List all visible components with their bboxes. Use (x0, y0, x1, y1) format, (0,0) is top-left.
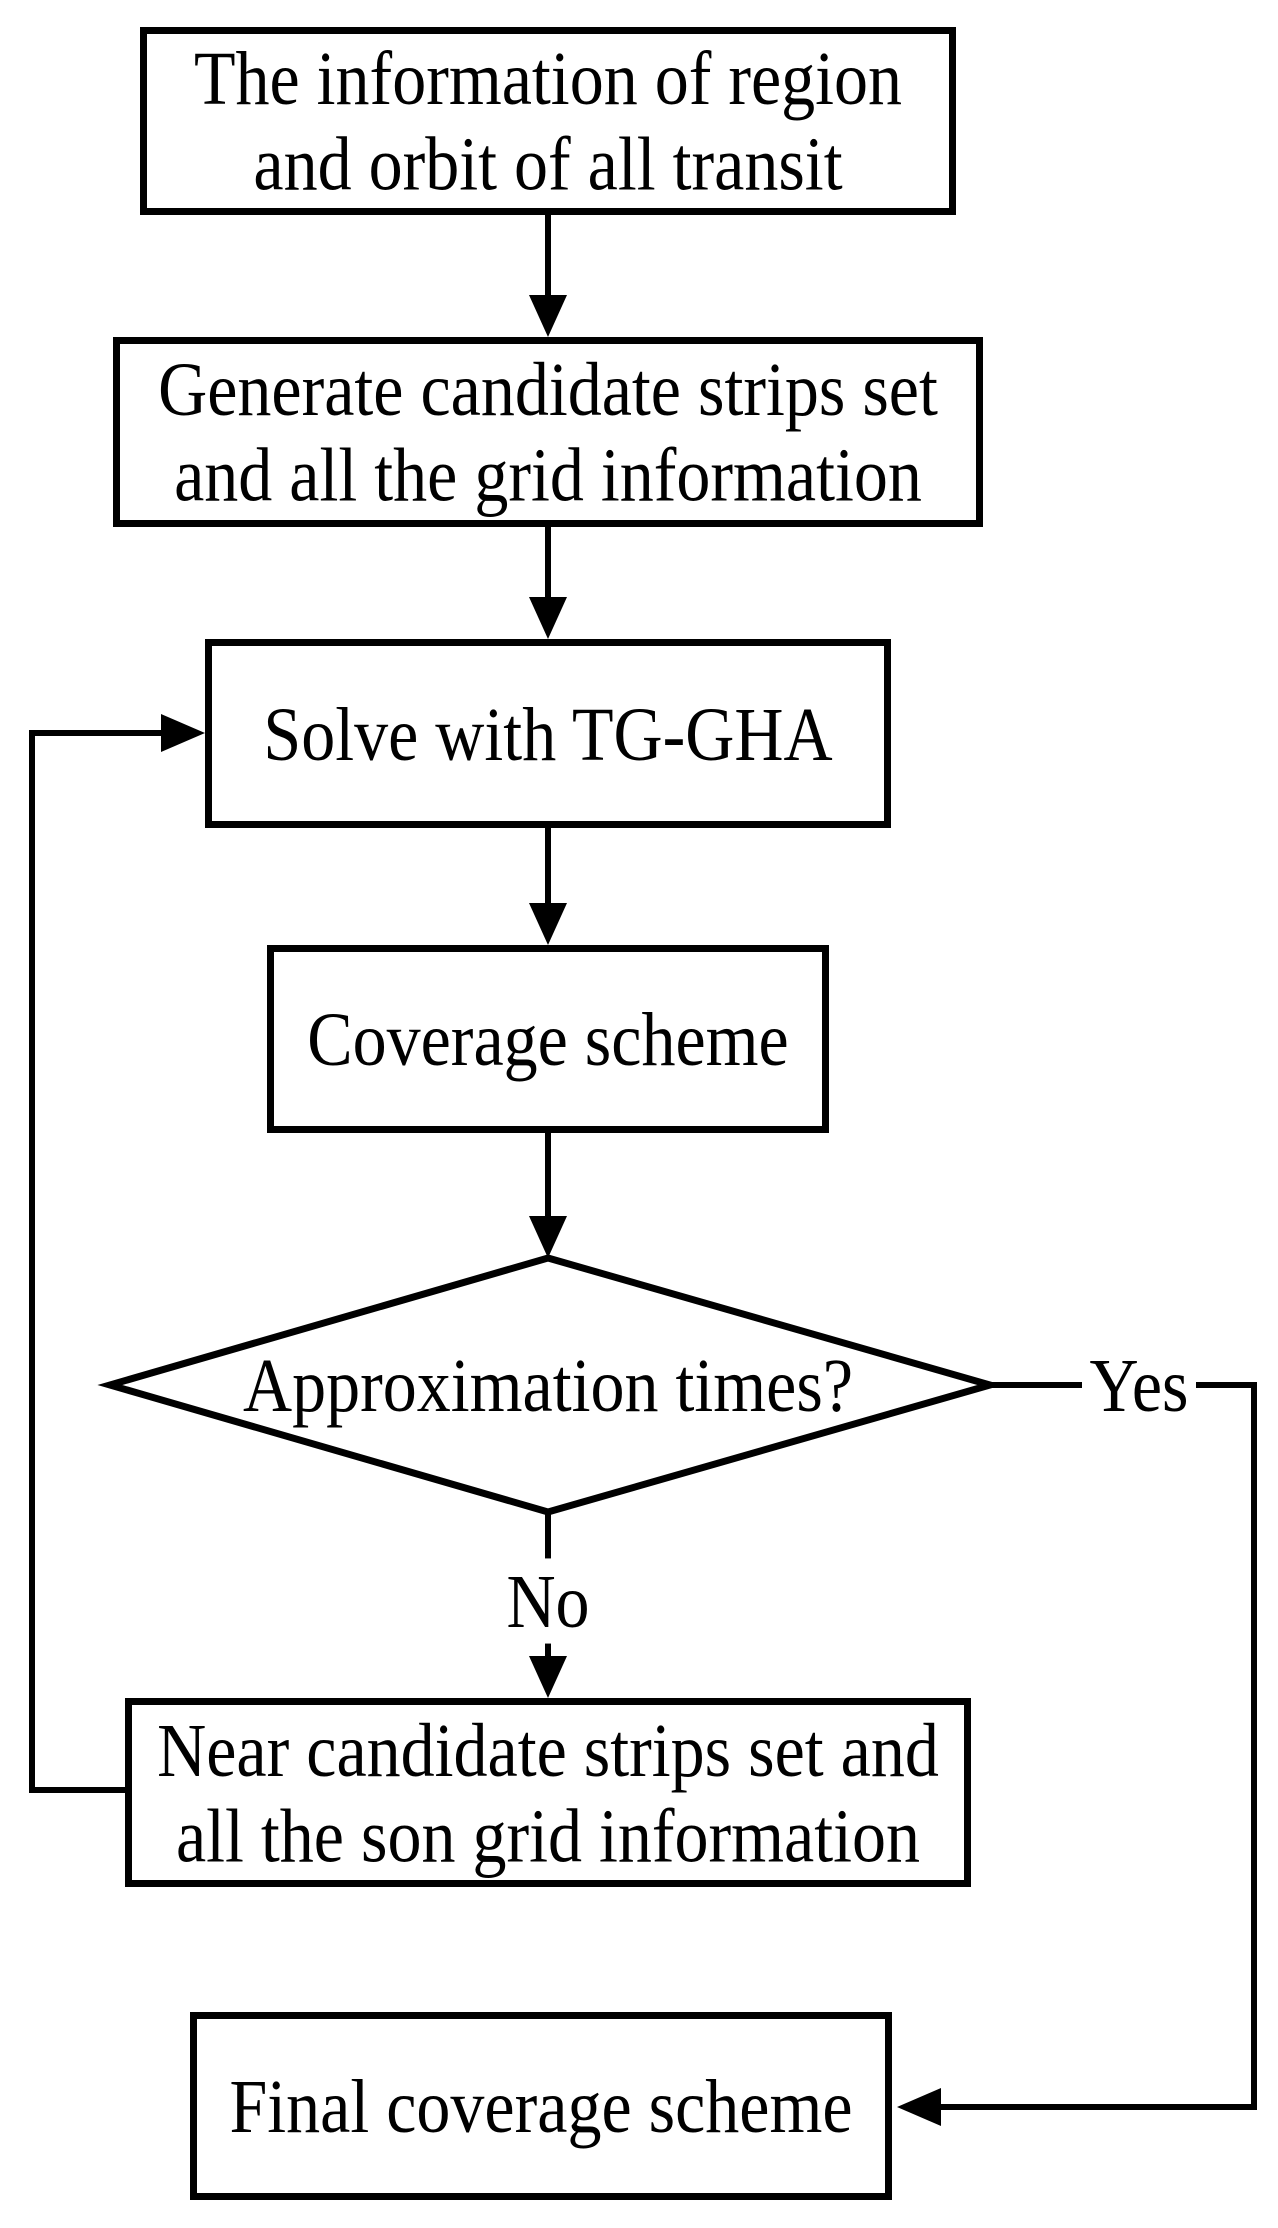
node-final-coverage-scheme: Final coverage scheme (190, 2012, 892, 2200)
edge-label-no: No (500, 1558, 596, 1644)
arrowhead-solve-to-coverage (529, 903, 567, 945)
arrowhead-generate-to-solve (529, 597, 567, 639)
node-coverage-scheme: Coverage scheme (267, 945, 829, 1133)
edge-label-yes: Yes (1083, 1342, 1195, 1428)
node-near-candidate-strips-line2: all the son grid information (175, 1792, 921, 1878)
node-near-candidate-strips-text: Near candidate strips set and all the so… (157, 1707, 939, 1877)
node-input-info: The information of region and orbit of a… (140, 27, 956, 215)
node-input-info-line2: and orbit of all transit (253, 121, 843, 207)
edge-yes-to-final (940, 1382, 1257, 2110)
node-near-candidate-strips: Near candidate strips set and all the so… (125, 1698, 971, 1887)
node-coverage-scheme-text: Coverage scheme (307, 996, 788, 1081)
arrowhead-coverage-to-decision (529, 1216, 567, 1258)
node-solve-tg-gha-line1: Solve with TG-GHA (263, 690, 833, 777)
node-solve-tg-gha-text: Solve with TG-GHA (263, 691, 832, 776)
arrowhead-input-to-generate (529, 295, 567, 337)
node-final-coverage-scheme-line1: Final coverage scheme (229, 2063, 853, 2149)
arrowhead-no-to-near (529, 1656, 567, 1698)
node-decision-label: Approximation times? (242, 1342, 854, 1428)
node-coverage-scheme-line1: Coverage scheme (307, 996, 789, 1082)
node-solve-tg-gha: Solve with TG-GHA (205, 639, 891, 828)
arrowhead-feedback-to-solve (161, 714, 205, 752)
node-generate-strips-line2: and all the grid information (174, 432, 922, 518)
node-generate-strips: Generate candidate strips set and all th… (113, 337, 983, 527)
node-final-coverage-scheme-text: Final coverage scheme (229, 2063, 852, 2148)
node-input-info-line1: The information of region (193, 35, 903, 121)
node-near-candidate-strips-line1: Near candidate strips set and (157, 1707, 939, 1793)
node-generate-strips-line1: Generate candidate strips set (158, 346, 938, 432)
node-input-info-text: The information of region and orbit of a… (194, 36, 902, 206)
arrowhead-yes-to-final (897, 2088, 941, 2126)
node-generate-strips-text: Generate candidate strips set and all th… (158, 347, 938, 517)
edge-near-to-solve-feedback (29, 730, 162, 1793)
